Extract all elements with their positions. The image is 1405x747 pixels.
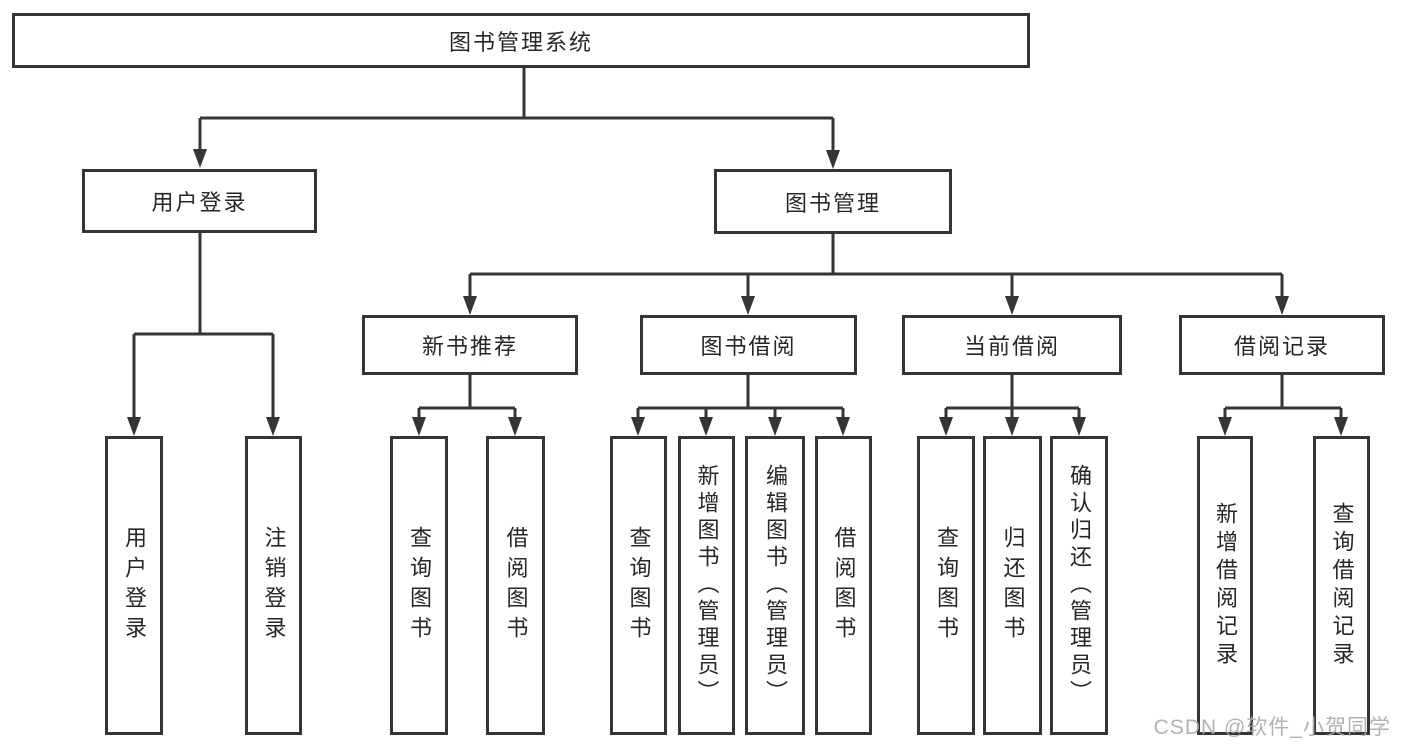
- arrow-icon: [1334, 417, 1348, 436]
- node-root: 图书管理系统: [12, 13, 1030, 68]
- node-book-management: 图书管理: [714, 169, 952, 234]
- arrow-icon: [1005, 296, 1019, 315]
- arrowheads: [127, 149, 1348, 436]
- arrow-icon: [266, 417, 280, 436]
- leaf-query-books-current: 查询图书: [917, 436, 975, 735]
- node-book-management-label: 图书管理: [784, 190, 881, 216]
- arrow-icon: [826, 150, 840, 169]
- arrow-icon: [836, 417, 850, 436]
- leaf-add-borrow-record: 新增借阅记录: [1197, 436, 1253, 735]
- arrow-icon: [463, 296, 477, 315]
- arrow-icon: [1005, 417, 1019, 436]
- node-new-book-recommend: 新书推荐: [362, 315, 578, 375]
- node-current-borrow: 当前借阅: [902, 315, 1122, 375]
- leaf-edit-books-admin: 编辑图书（管理员）: [745, 436, 805, 735]
- node-book-borrow: 图书借阅: [640, 315, 857, 375]
- arrow-icon: [699, 417, 713, 436]
- leaf-add-books-admin: 新增图书（管理员）: [678, 436, 735, 735]
- arrow-icon: [127, 417, 141, 436]
- leaf-label: 查询借阅记录: [1329, 501, 1355, 670]
- arrow-icon: [412, 417, 426, 436]
- leaf-label: 新增图书（管理员）: [694, 464, 720, 707]
- leaf-label: 归还图书: [1000, 525, 1026, 646]
- leaf-query-books-borrow: 查询图书: [610, 436, 667, 735]
- leaf-label: 注销登录: [261, 525, 287, 646]
- leaf-borrow-books-recommend: 借阅图书: [486, 436, 545, 735]
- leaf-user-login: 用户登录: [105, 436, 163, 735]
- leaf-label: 确认归还（管理员）: [1067, 464, 1092, 707]
- leaf-label: 查询图书: [626, 525, 652, 646]
- leaf-label: 借阅图书: [831, 525, 857, 646]
- node-user-login-label: 用户登录: [151, 190, 248, 215]
- leaf-logout: 注销登录: [245, 436, 302, 735]
- leaf-label: 查询图书: [407, 525, 432, 646]
- arrow-icon: [631, 417, 645, 436]
- arrow-icon: [1275, 296, 1289, 315]
- arrow-icon: [939, 417, 953, 436]
- node-user-login: 用户登录: [82, 169, 317, 233]
- node-new-book-recommend-label: 新书推荐: [421, 334, 518, 359]
- leaf-label: 新增借阅记录: [1213, 501, 1238, 670]
- node-book-borrow-label: 图书借阅: [700, 334, 797, 359]
- arrow-icon: [768, 417, 782, 436]
- leaf-confirm-return-admin: 确认归还（管理员）: [1050, 436, 1108, 735]
- leaf-query-books-recommend: 查询图书: [390, 436, 448, 735]
- arrow-icon: [193, 149, 207, 168]
- leaf-query-borrow-record: 查询借阅记录: [1313, 436, 1370, 735]
- leaf-borrow-books: 借阅图书: [815, 436, 872, 735]
- node-borrow-record-label: 借阅记录: [1233, 334, 1330, 359]
- leaf-label: 借阅图书: [503, 525, 529, 646]
- leaf-label: 查询图书: [934, 525, 959, 646]
- arrow-icon: [1218, 417, 1232, 436]
- leaf-return-books: 归还图书: [983, 436, 1042, 735]
- csdn-watermark: CSDN @软件_小贺同学: [1153, 716, 1391, 739]
- node-borrow-record: 借阅记录: [1179, 315, 1385, 375]
- arrow-icon: [1072, 417, 1086, 436]
- node-root-label: 图书管理系统: [448, 29, 593, 55]
- arrow-icon: [741, 296, 755, 315]
- arrow-icon: [508, 417, 522, 436]
- node-current-borrow-label: 当前借阅: [963, 334, 1060, 359]
- leaf-label: 用户登录: [122, 525, 147, 646]
- leaf-label: 编辑图书（管理员）: [763, 464, 788, 707]
